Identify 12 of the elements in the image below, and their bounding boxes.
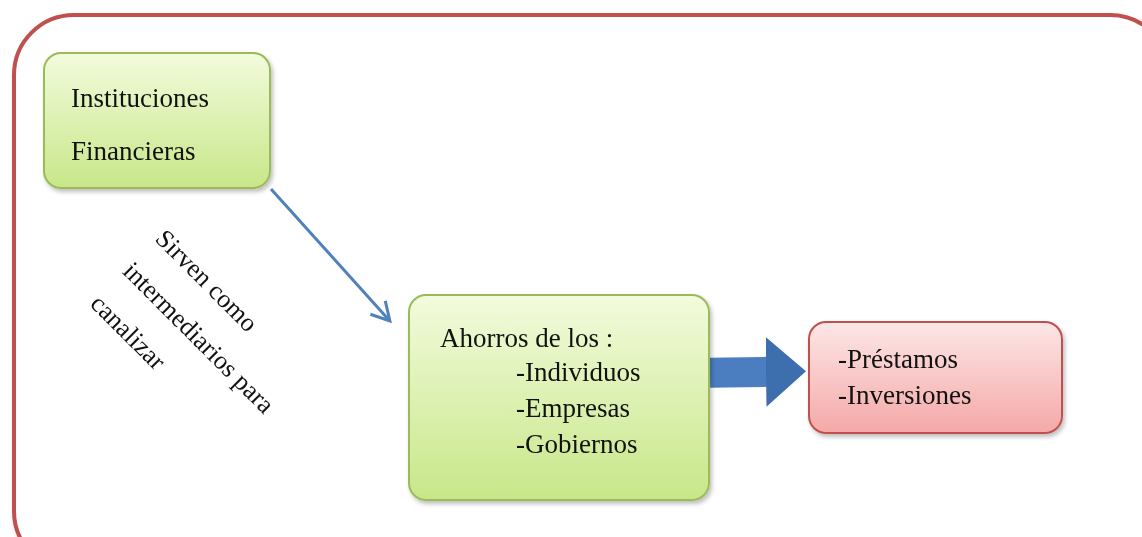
box-text: -Gobiernos: [516, 428, 638, 461]
box-text: Instituciones Financieras: [71, 82, 210, 168]
box-text: -Empresas: [516, 392, 630, 425]
box-text: -Inversiones: [838, 379, 972, 412]
box-text: -Préstamos: [838, 343, 958, 376]
process-box: [808, 321, 1063, 434]
process-box: [43, 52, 271, 189]
box-text: Ahorros de los :: [440, 322, 614, 355]
process-box: [408, 294, 710, 501]
arrow: [709, 336, 806, 407]
box-text: -Individuos: [516, 356, 641, 389]
arrow: [269, 188, 392, 323]
